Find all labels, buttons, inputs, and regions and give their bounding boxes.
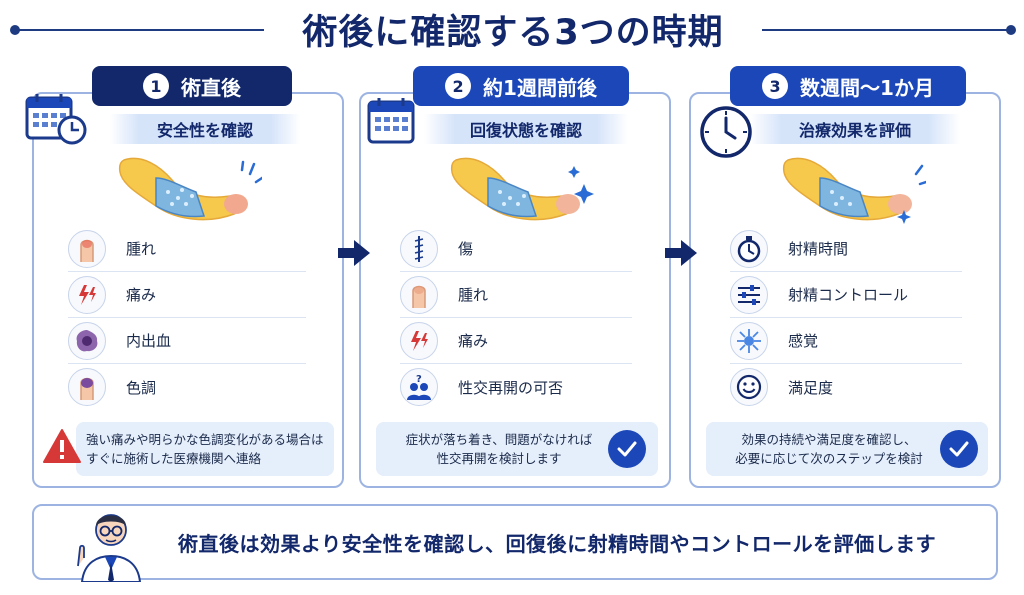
phase-header-1: 1 術直後 <box>92 66 292 106</box>
bruise-icon <box>68 321 106 360</box>
sliders-icon <box>730 275 768 314</box>
swelling-icon <box>68 229 106 268</box>
phase-number-2: 2 <box>445 73 472 99</box>
check-icon <box>608 430 646 468</box>
note-line: 症状が落ち着き、問題がなければ <box>405 432 593 447</box>
smile-icon <box>730 368 768 406</box>
eval-item-satisfaction-3: 満足度 <box>730 364 962 410</box>
product-illustration-3 <box>782 157 926 224</box>
calendar-icon <box>367 98 415 144</box>
check-item-pain-1: 痛み <box>68 272 306 318</box>
arrow-right-icon <box>338 240 370 266</box>
page-title: 術後に確認する3つの時期 <box>302 13 724 53</box>
check-item-label: 傷 <box>458 240 474 258</box>
check-item-label: 痛み <box>126 286 157 304</box>
eval-item-label: 射精コントロール <box>788 286 909 304</box>
check-item-wound-2: 傷 <box>400 226 632 272</box>
eval-item-sensation-3: 感覚 <box>730 318 962 364</box>
note-box-1: 強い痛みや明らかな色調変化がある場合は すぐに施術した医療機関へ連絡 <box>76 422 334 476</box>
phase-header-2: 2 約1週間前後 <box>413 66 629 106</box>
check-item-label: 色調 <box>126 378 157 397</box>
doctor-illustration <box>77 514 142 582</box>
phase-name-2: 約1週間前後 <box>483 75 597 100</box>
neuron-icon <box>730 321 768 360</box>
note-line: すぐに施術した医療機関へ連絡 <box>86 451 262 466</box>
eval-item-label: 満足度 <box>788 378 834 397</box>
svg-text:?: ? <box>416 374 422 385</box>
calendar-clock-icon <box>25 94 87 145</box>
pain-icon <box>400 321 438 360</box>
check-item-label: 痛み <box>458 332 489 350</box>
check-icon <box>940 430 978 468</box>
phase-header-3: 3 数週間〜1か月 <box>730 66 966 106</box>
stopwatch-icon <box>730 229 768 268</box>
note-line: 強い痛みや明らかな色調変化がある場合は <box>86 432 324 447</box>
check-item-swelling-1: 腫れ <box>68 226 306 272</box>
check-item-bruise-1: 内出血 <box>68 318 306 364</box>
product-illustration-2 <box>450 157 594 221</box>
pain-icon <box>68 275 106 314</box>
check-item-color-1: 色調 <box>68 364 306 410</box>
title-line-right <box>762 29 1010 31</box>
phase-number-3: 3 <box>762 73 789 99</box>
title-line-left <box>14 29 264 31</box>
phase-number-1: 1 <box>143 73 169 99</box>
note-line: 性交再開を検討します <box>436 451 562 466</box>
focus-banner-3: 治療効果を評価 <box>750 114 960 144</box>
check-item-resume-2: ? 性交再開の可否 <box>400 364 632 410</box>
title-dot-right <box>1006 25 1016 35</box>
note-line: 効果の持続や満足度を確認し、 <box>741 432 917 447</box>
swelling-icon <box>400 275 438 314</box>
check-item-swelling-2: 腫れ <box>400 272 632 318</box>
warning-icon <box>43 429 81 463</box>
product-illustration-1 <box>118 157 262 221</box>
eval-item-label: 感覚 <box>788 332 819 350</box>
wound-icon <box>400 229 438 268</box>
title-row: 術後に確認する3つの時期 <box>0 0 1024 58</box>
check-item-label: 腫れ <box>126 240 157 258</box>
arrow-right-icon <box>665 240 697 266</box>
clock-icon <box>700 106 752 158</box>
eval-item-control-3: 射精コントロール <box>730 272 962 318</box>
phase-name-1: 術直後 <box>181 75 241 100</box>
eval-item-time-3: 射精時間 <box>730 226 962 272</box>
check-item-pain-2: 痛み <box>400 318 632 364</box>
phase-name-3: 数週間〜1か月 <box>800 75 934 100</box>
discoloration-icon <box>68 368 106 406</box>
couple-question-icon: ? <box>400 368 438 406</box>
focus-banner-2: 回復状態を確認 <box>424 114 628 144</box>
check-item-label: 腫れ <box>458 286 489 304</box>
summary-text: 術直後は効果より安全性を確認し、回復後に射精時間やコントロールを評価します <box>178 532 937 556</box>
check-item-label: 内出血 <box>126 332 172 350</box>
note-line: 必要に応じて次のステップを検討 <box>735 451 923 466</box>
focus-banner-1: 安全性を確認 <box>110 114 300 144</box>
summary-box <box>32 504 998 580</box>
eval-item-label: 射精時間 <box>788 240 849 258</box>
check-item-label: 性交再開の可否 <box>458 378 564 397</box>
